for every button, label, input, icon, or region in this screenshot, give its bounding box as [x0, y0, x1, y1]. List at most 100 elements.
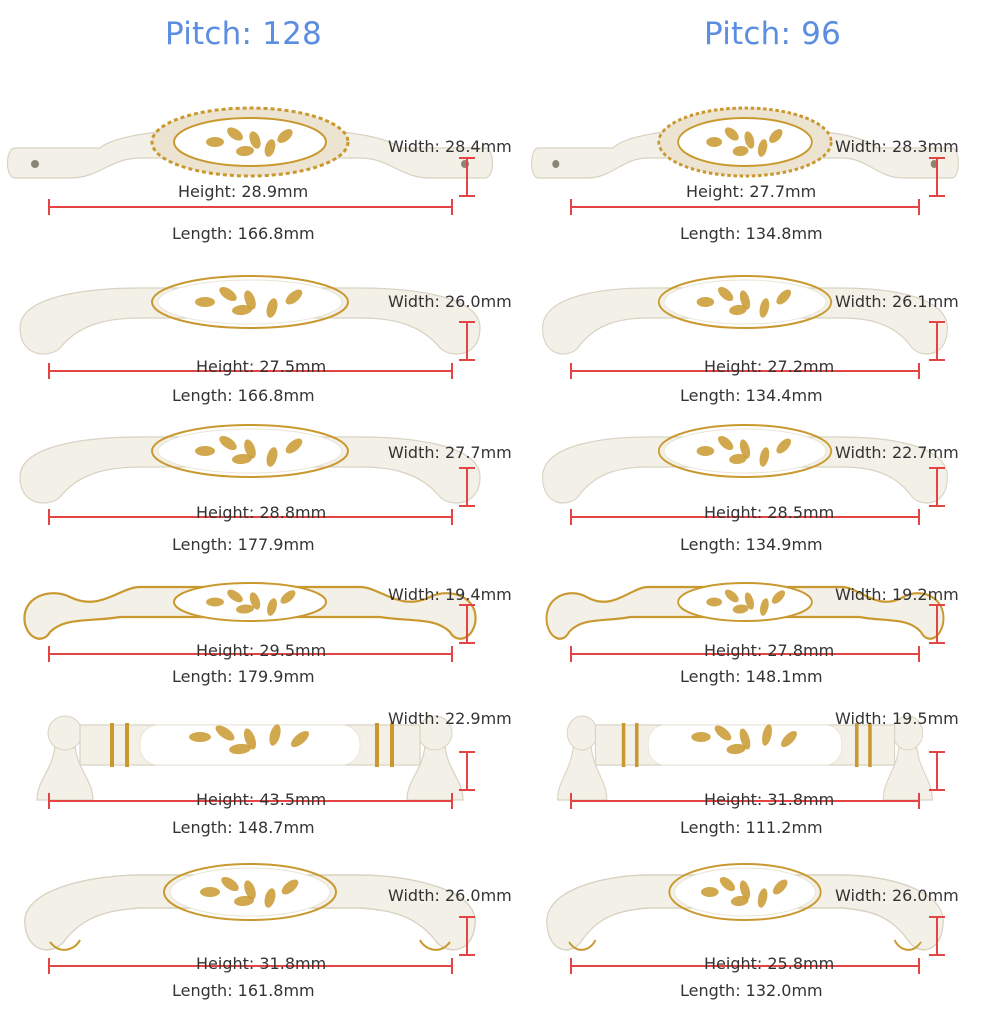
width-label: Width: 19.2mm: [835, 585, 959, 604]
handle-left-3: [19, 424, 481, 504]
width-label: Width: 26.0mm: [835, 886, 959, 905]
handle-right-3: [542, 424, 948, 504]
width-dimension-line: [466, 604, 468, 644]
width-label: Width: 22.7mm: [835, 443, 959, 462]
width-dimension-line: [466, 916, 468, 956]
width-dimension-line: [936, 604, 938, 644]
length-tick-left: [48, 646, 50, 662]
height-label: Height: 27.2mm: [704, 357, 835, 376]
length-tick-right: [451, 199, 453, 215]
handle-right-5: [557, 715, 933, 801]
handle-body: [542, 436, 948, 504]
length-label: Length: 134.4mm: [680, 386, 823, 405]
width-tick-bottom: [459, 789, 475, 791]
width-tick-top: [929, 751, 945, 753]
handle-body: [19, 287, 481, 355]
length-label: Length: 179.9mm: [172, 667, 315, 686]
length-tick-right: [918, 363, 920, 379]
height-label: Height: 27.8mm: [704, 641, 835, 660]
length-tick-left: [570, 199, 572, 215]
length-tick-left: [48, 509, 50, 525]
length-dimension-line: [570, 516, 920, 518]
width-tick-bottom: [459, 505, 475, 507]
length-dimension-line: [570, 800, 920, 802]
gold-flower-motif: [706, 127, 783, 157]
width-tick-bottom: [459, 642, 475, 644]
width-dimension-line: [936, 916, 938, 956]
length-tick-left: [48, 363, 50, 379]
height-label: Height: 28.9mm: [178, 182, 309, 201]
handle-left-1: [6, 106, 494, 179]
gold-flower-motif: [189, 724, 310, 755]
length-dimension-line: [48, 965, 453, 967]
width-label: Width: 26.0mm: [388, 886, 512, 905]
width-tick-bottom: [459, 359, 475, 361]
handle-left-4: [23, 582, 477, 640]
width-tick-top: [459, 916, 475, 918]
gold-flower-motif: [706, 589, 786, 616]
width-tick-bottom: [929, 789, 945, 791]
handle-left-2: [19, 275, 481, 355]
length-label: Length: 134.8mm: [680, 224, 823, 243]
pitch-128-title: Pitch: 128: [165, 16, 322, 52]
length-label: Length: 161.8mm: [172, 981, 315, 1000]
width-dimension-line: [466, 157, 468, 197]
width-tick-top: [459, 467, 475, 469]
width-tick-bottom: [929, 642, 945, 644]
length-tick-right: [918, 509, 920, 525]
length-dimension-line: [570, 370, 920, 372]
length-tick-left: [570, 646, 572, 662]
length-tick-right: [918, 793, 920, 809]
handle-left-6: [24, 863, 476, 951]
width-tick-bottom: [459, 195, 475, 197]
width-label: Width: 22.9mm: [388, 709, 512, 728]
width-tick-top: [459, 157, 475, 159]
length-tick-left: [570, 363, 572, 379]
length-tick-right: [451, 509, 453, 525]
length-tick-right: [918, 958, 920, 974]
width-tick-top: [929, 604, 945, 606]
pitch-96-title: Pitch: 96: [704, 16, 842, 52]
width-tick-bottom: [929, 954, 945, 956]
width-tick-bottom: [459, 954, 475, 956]
length-label: Length: 166.8mm: [172, 224, 315, 243]
gold-flower-motif: [206, 127, 293, 157]
width-tick-top: [459, 604, 475, 606]
length-label: Length: 166.8mm: [172, 386, 315, 405]
length-tick-right: [451, 646, 453, 662]
length-tick-right: [918, 646, 920, 662]
height-label: Height: 43.5mm: [196, 790, 327, 809]
handle-body: [542, 287, 948, 355]
height-label: Height: 28.8mm: [196, 503, 327, 522]
width-label: Width: 28.3mm: [835, 137, 959, 156]
handle-right-2: [542, 275, 948, 355]
handle-right-1: [531, 106, 959, 179]
width-label: Width: 26.0mm: [388, 292, 512, 311]
width-dimension-line: [936, 467, 938, 507]
length-label: Length: 111.2mm: [680, 818, 823, 837]
height-label: Height: 28.5mm: [704, 503, 835, 522]
length-tick-right: [918, 199, 920, 215]
gold-flower-motif: [691, 724, 797, 755]
handle-right-4: [545, 582, 945, 640]
handle-body: [19, 436, 481, 504]
width-tick-top: [929, 916, 945, 918]
length-dimension-line: [570, 965, 920, 967]
porcelain-insert: [173, 117, 327, 167]
width-label: Width: 26.1mm: [835, 292, 959, 311]
width-tick-top: [459, 751, 475, 753]
length-tick-left: [570, 509, 572, 525]
width-dimension-line: [466, 321, 468, 361]
width-tick-top: [929, 321, 945, 323]
porcelain-insert: [677, 117, 813, 167]
length-tick-left: [48, 958, 50, 974]
length-dimension-line: [48, 516, 453, 518]
width-label: Width: 27.7mm: [388, 443, 512, 462]
width-dimension-line: [466, 751, 468, 791]
length-tick-left: [48, 199, 50, 215]
gold-flower-motif: [701, 876, 788, 908]
gold-flower-motif: [195, 286, 303, 318]
width-tick-bottom: [929, 505, 945, 507]
length-label: Length: 177.9mm: [172, 535, 315, 554]
width-tick-top: [929, 467, 945, 469]
